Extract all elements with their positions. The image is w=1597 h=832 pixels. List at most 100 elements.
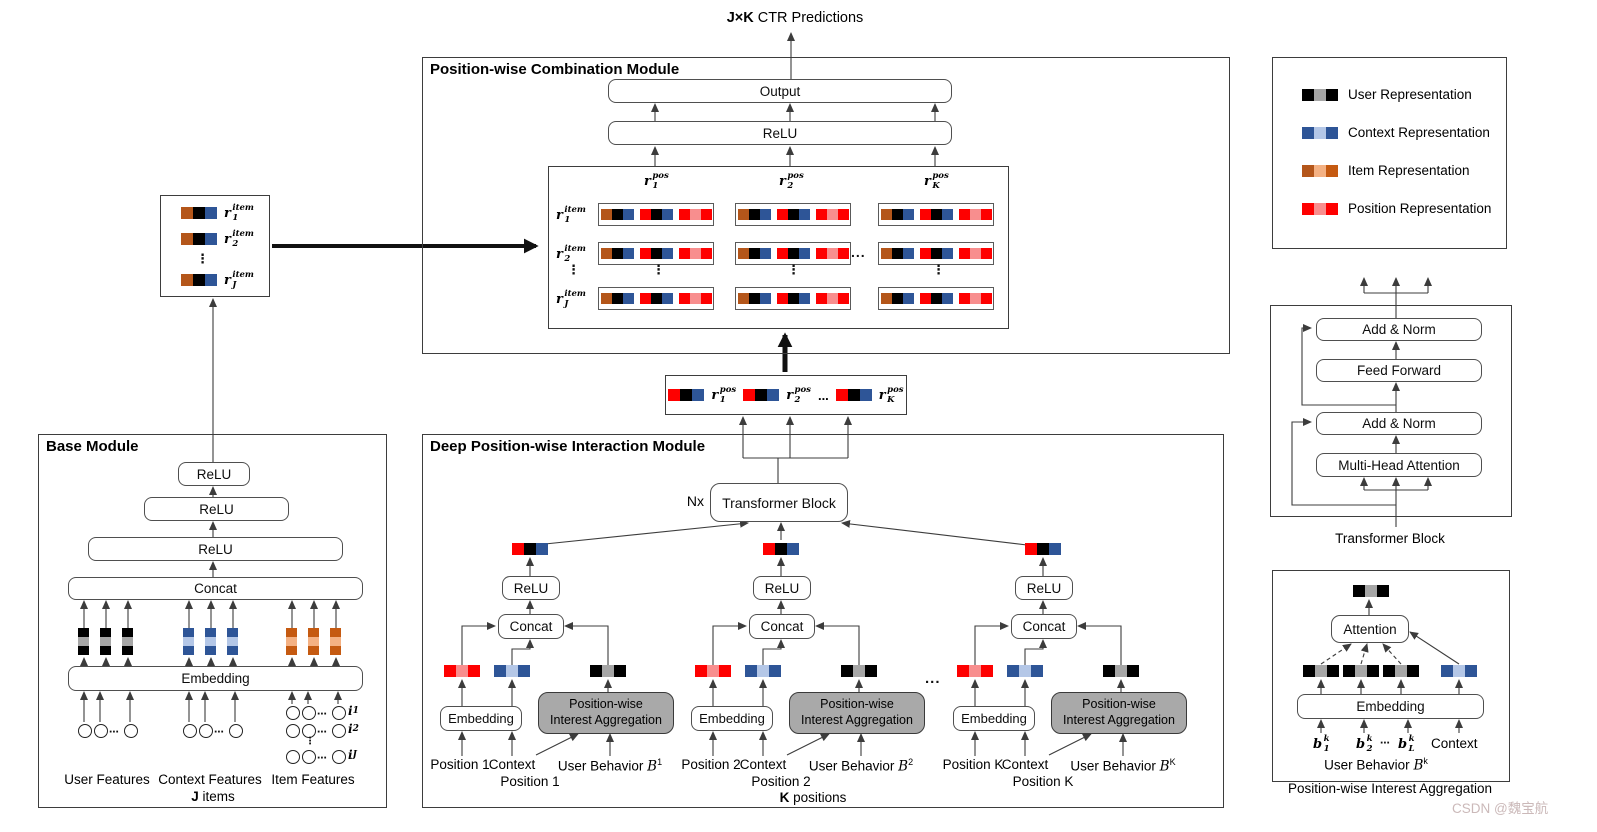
branch1-behavior-label: User Behavior B1 — [557, 757, 663, 775]
matrix-cell — [598, 203, 714, 226]
branch3-label: Position K — [1012, 774, 1074, 789]
feature-node — [332, 724, 346, 738]
branch1-relu-box: ReLU — [502, 576, 560, 600]
title-rest: CTR Predictions — [753, 10, 864, 26]
matrix-cell — [598, 242, 714, 265]
feature-node — [332, 750, 346, 764]
user-interest-token — [1103, 665, 1139, 677]
matrix-hdots: ... — [851, 244, 866, 260]
add-norm-box-top: Add & Norm — [1316, 318, 1482, 341]
feature-node — [124, 724, 138, 738]
feature-node — [286, 750, 300, 764]
legend-label: Item Representation — [1348, 163, 1470, 178]
pia-line2: Interest Aggregation — [550, 713, 662, 727]
branch2-position-input-label: Position 2 — [681, 757, 741, 772]
base-relu-2: ReLU — [144, 497, 289, 521]
user-embedding-bar — [78, 628, 89, 655]
nx-label: Nx — [686, 493, 704, 509]
legend-label: Context Representation — [1348, 125, 1490, 140]
feature-node — [94, 724, 108, 738]
base-relu-3: ReLU — [178, 462, 250, 486]
combination-module — [422, 57, 1230, 354]
pos-output-token — [835, 389, 872, 401]
feature-dots: ⋯ — [109, 727, 119, 738]
matrix-cell — [878, 242, 994, 265]
transformer-input-arrows — [544, 519, 1028, 546]
representation-vector — [600, 248, 712, 259]
combination-module-title: Position-wise Combination Module — [430, 61, 680, 78]
relu-box-combination: ReLU — [608, 121, 952, 145]
feature-node — [302, 750, 316, 764]
behavior-token — [1303, 665, 1339, 677]
user-interest-token — [590, 665, 626, 677]
item-embedding-bar — [308, 628, 319, 655]
transformer-detail-arrows — [1291, 277, 1432, 527]
item-output-token — [181, 274, 217, 286]
attention-box: Attention — [1331, 615, 1409, 643]
feature-node — [183, 724, 197, 738]
pia-line1: Position-wise — [1082, 697, 1156, 712]
base-embedding-box: Embedding — [68, 666, 363, 691]
branch3-behavior-label: User Behavior BK — [1070, 757, 1176, 775]
branch1-embedding-box: Embedding — [440, 706, 522, 731]
legend-label: Position Representation — [1348, 201, 1492, 216]
pia-context-label: Context — [1431, 736, 1478, 751]
legend-item-position: Position Representation — [1302, 201, 1491, 216]
position-token — [695, 665, 731, 677]
branch2-arrows — [709, 557, 865, 756]
branch-output-token — [763, 543, 799, 555]
b-dots: ⋯ — [1380, 738, 1390, 749]
branch-ellipsis: ... — [925, 670, 941, 687]
position-token — [957, 665, 993, 677]
base-relu-1: ReLU — [88, 537, 343, 561]
feature-node — [286, 706, 300, 720]
branch3-context-label: Context — [1001, 757, 1049, 772]
representation-vector — [880, 209, 992, 220]
matrix-vdots: ⋮ — [652, 262, 665, 277]
branch1-interest-aggregation-box: Position-wise Interest Aggregation — [538, 692, 674, 734]
branch2-interest-aggregation-box: Position-wise Interest Aggregation — [789, 692, 925, 734]
pia-line1: Position-wise — [820, 697, 894, 712]
combination-arrows — [209, 32, 939, 483]
item-rows-vdots: ⋮ — [305, 736, 315, 747]
feature-dots: ⋯ — [214, 727, 224, 738]
legend-item-item: Item Representation — [1302, 163, 1470, 178]
k-positions-label: K positions — [779, 790, 847, 805]
context-token — [494, 665, 530, 677]
base-module-title: Base Module — [46, 438, 139, 455]
output-box: Output — [608, 79, 952, 103]
branch3-concat-box: Concat — [1011, 614, 1077, 639]
branch3-position-input-label: Position K — [942, 757, 1004, 772]
context-embedding-bar — [205, 628, 216, 655]
title-jxk: J×K — [726, 10, 754, 26]
branch3-embedding-box: Embedding — [953, 706, 1035, 731]
context-embedding-bar — [227, 628, 238, 655]
representation-matrix — [548, 166, 1009, 329]
context-token — [745, 665, 781, 677]
representation-vector — [600, 293, 712, 304]
matrix-vdots: ⋮ — [567, 262, 580, 277]
base-module-arrows — [80, 486, 342, 722]
context-representation-swatch — [1302, 126, 1338, 139]
figure-title: J×K CTR Predictions — [690, 10, 900, 26]
branch3-interest-aggregation-box: Position-wise Interest Aggregation — [1051, 692, 1187, 734]
feature-node — [286, 724, 300, 738]
matrix-cell — [598, 287, 714, 310]
item-embedding-bar — [286, 628, 297, 655]
pia-line1: Position-wise — [569, 697, 643, 712]
legend — [1272, 57, 1507, 249]
pia-detail-caption: Position-wise Interest Aggregation — [1287, 781, 1493, 796]
branch1-concat-box: Concat — [498, 614, 564, 639]
